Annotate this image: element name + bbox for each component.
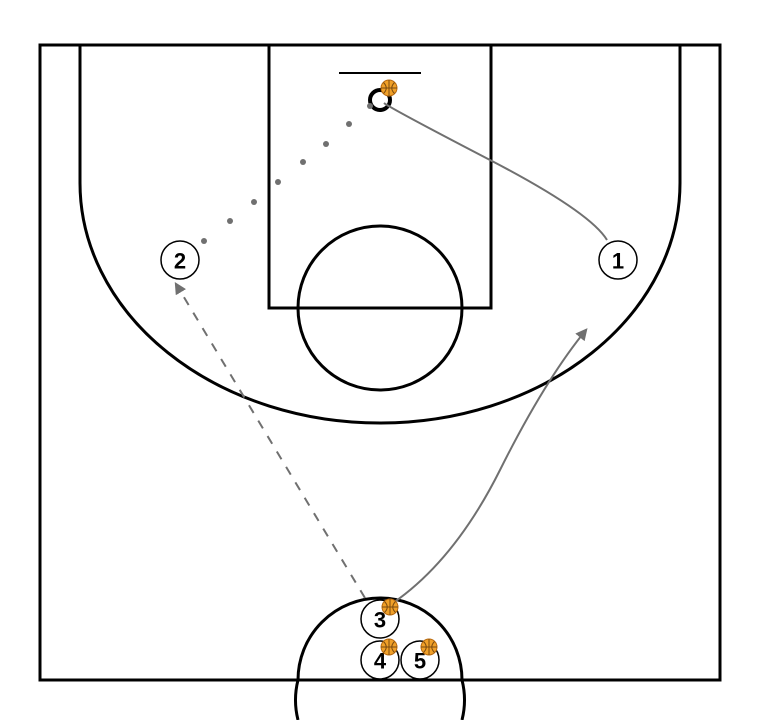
cut-path-1-to-basket xyxy=(383,102,608,241)
court-boundary xyxy=(38,43,722,682)
basketball-icon-player-5 xyxy=(420,638,438,656)
player-2-label: 2 xyxy=(174,249,186,274)
player-1-label: 1 xyxy=(612,249,624,274)
cut-arrow-3-to-wing xyxy=(392,328,588,604)
rim xyxy=(368,88,392,112)
basketball-icon-at-basket xyxy=(380,79,398,97)
three-point-line xyxy=(78,45,682,425)
player-1[interactable]: 1 xyxy=(598,240,638,280)
player-5-label: 5 xyxy=(414,649,426,674)
center-circle xyxy=(294,596,466,720)
paint-lane xyxy=(267,43,493,310)
player-5[interactable]: 5 xyxy=(400,640,440,680)
pass-arrow-3-to-2 xyxy=(174,281,366,599)
basketball-icon-player-4 xyxy=(380,638,398,656)
dotted-path-2-to-basket xyxy=(201,103,373,244)
player-4-label: 4 xyxy=(374,649,387,674)
player-2[interactable]: 2 xyxy=(160,240,200,280)
free-throw-circle xyxy=(296,224,464,392)
basketball-icon-player-3 xyxy=(381,598,399,616)
player-3-label: 3 xyxy=(374,608,386,633)
